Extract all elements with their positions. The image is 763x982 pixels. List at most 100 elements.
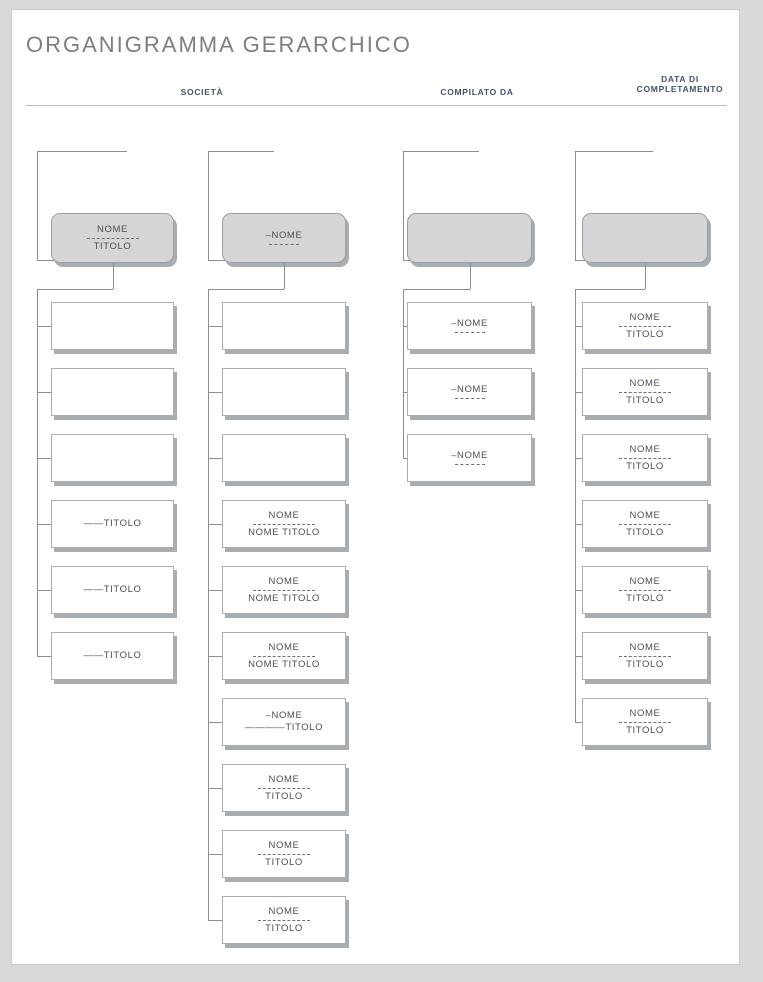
child-connector-horizontal: [575, 656, 582, 657]
child-trunk-vertical: [208, 289, 209, 920]
node-divider: [454, 397, 485, 399]
child-connector-horizontal: [208, 788, 222, 789]
node-title-text: TITOLO: [93, 240, 132, 252]
node-column-3-child-2[interactable]: –NOME: [407, 368, 532, 416]
child-trunk-vertical: [575, 289, 576, 722]
node-column-1-child-5[interactable]: ——TITOLO: [51, 566, 174, 614]
node-name-text: –NOME: [451, 317, 488, 329]
node-name-text: NOME: [97, 223, 128, 235]
node-title-text: TITOLO: [626, 592, 664, 604]
node-divider: [454, 463, 485, 465]
child-connector-horizontal: [208, 722, 222, 723]
node-column-1-child-1[interactable]: [51, 302, 174, 350]
node-column-1-child-3[interactable]: [51, 434, 174, 482]
node-divider: [619, 457, 671, 459]
node-title-text: TITOLO: [265, 922, 303, 934]
node-column-4-child-5[interactable]: NOME TITOLO: [582, 566, 708, 614]
child-connector-horizontal: [208, 656, 222, 657]
child-connector-horizontal: [37, 326, 51, 327]
node-divider: [619, 523, 671, 525]
node-title-text: TITOLO: [626, 460, 664, 472]
child-connector-horizontal: [575, 392, 582, 393]
child-trunk-vertical: [403, 289, 404, 458]
child-connector-horizontal: [403, 392, 407, 393]
root-stem-horizontal: [403, 289, 470, 290]
top-connector-horizontal: [575, 151, 653, 152]
root-node-column-3[interactable]: [407, 213, 532, 263]
top-connector-into-root: [37, 260, 59, 261]
child-connector-horizontal: [208, 854, 222, 855]
node-divider: [619, 721, 671, 723]
node-column-2-child-5[interactable]: NOME NOME TITOLO: [222, 566, 346, 614]
child-connector-horizontal: [403, 326, 407, 327]
root-stem-vertical: [469, 263, 471, 289]
node-name-text: –NOME: [265, 710, 303, 721]
top-connector-horizontal: [37, 151, 127, 152]
node-divider: [253, 589, 315, 591]
node-column-1-child-4[interactable]: ——TITOLO: [51, 500, 174, 548]
top-connector-vertical: [37, 151, 38, 260]
root-node-column-4[interactable]: [582, 213, 708, 263]
child-connector-horizontal: [37, 656, 51, 657]
child-connector-horizontal: [575, 458, 582, 459]
node-name-text: NOME: [629, 509, 661, 521]
node-title-text: NOME TITOLO: [248, 658, 320, 670]
header-divider-rule: [26, 105, 727, 106]
node-name-text: NOME: [629, 707, 661, 719]
node-divider: [619, 391, 671, 393]
node-title-text: ——TITOLO: [83, 650, 142, 661]
node-name-text: –NOME: [451, 383, 488, 395]
root-stem-horizontal: [37, 289, 113, 290]
child-connector-horizontal: [208, 920, 222, 921]
node-column-1-child-2[interactable]: [51, 368, 174, 416]
child-connector-horizontal: [37, 458, 51, 459]
node-divider: [619, 325, 671, 327]
node-column-2-child-7[interactable]: –NOME————TITOLO: [222, 698, 346, 746]
node-name-text: –NOME: [451, 449, 488, 461]
node-title-text: ——TITOLO: [83, 518, 142, 529]
root-stem-horizontal: [575, 289, 645, 290]
node-column-4-child-7[interactable]: NOME TITOLO: [582, 698, 708, 746]
root-stem-horizontal: [208, 289, 284, 290]
top-connector-into-root: [208, 260, 230, 261]
node-name-text: NOME: [268, 773, 300, 785]
child-connector-horizontal: [208, 458, 222, 459]
page-title: ORGANIGRAMMA GERARCHICO: [26, 32, 412, 57]
root-node-column-2[interactable]: –NOME: [222, 213, 346, 263]
child-connector-horizontal: [208, 590, 222, 591]
node-title-text: TITOLO: [626, 394, 664, 406]
node-title-text: NOME TITOLO: [248, 592, 320, 604]
node-column-2-child-2[interactable]: [222, 368, 346, 416]
node-column-1-child-6[interactable]: ——TITOLO: [51, 632, 174, 680]
node-column-2-child-3[interactable]: [222, 434, 346, 482]
node-divider: [269, 243, 299, 245]
header-field-societa: SOCIETÀ: [180, 87, 224, 97]
root-node-column-1[interactable]: NOME TITOLO: [51, 213, 174, 263]
top-connector-into-root: [575, 260, 590, 261]
node-column-3-child-1[interactable]: –NOME: [407, 302, 532, 350]
node-name-text: NOME: [268, 905, 300, 917]
node-column-2-child-10[interactable]: NOME TITOLO: [222, 896, 346, 944]
node-name-text: NOME: [629, 575, 661, 587]
child-connector-horizontal: [575, 524, 582, 525]
node-title-text: TITOLO: [626, 724, 664, 736]
top-connector-horizontal: [403, 151, 479, 152]
child-trunk-vertical: [37, 289, 38, 656]
header-field-compilato-da: COMPILATO DA: [440, 87, 514, 97]
root-stem-vertical: [645, 263, 646, 289]
child-connector-horizontal: [37, 392, 51, 393]
node-title-text: TITOLO: [626, 658, 664, 670]
node-column-3-child-3[interactable]: –NOME: [407, 434, 532, 482]
child-connector-horizontal: [575, 326, 582, 327]
node-column-2-child-1[interactable]: [222, 302, 346, 350]
node-name-text: NOME: [268, 575, 300, 587]
